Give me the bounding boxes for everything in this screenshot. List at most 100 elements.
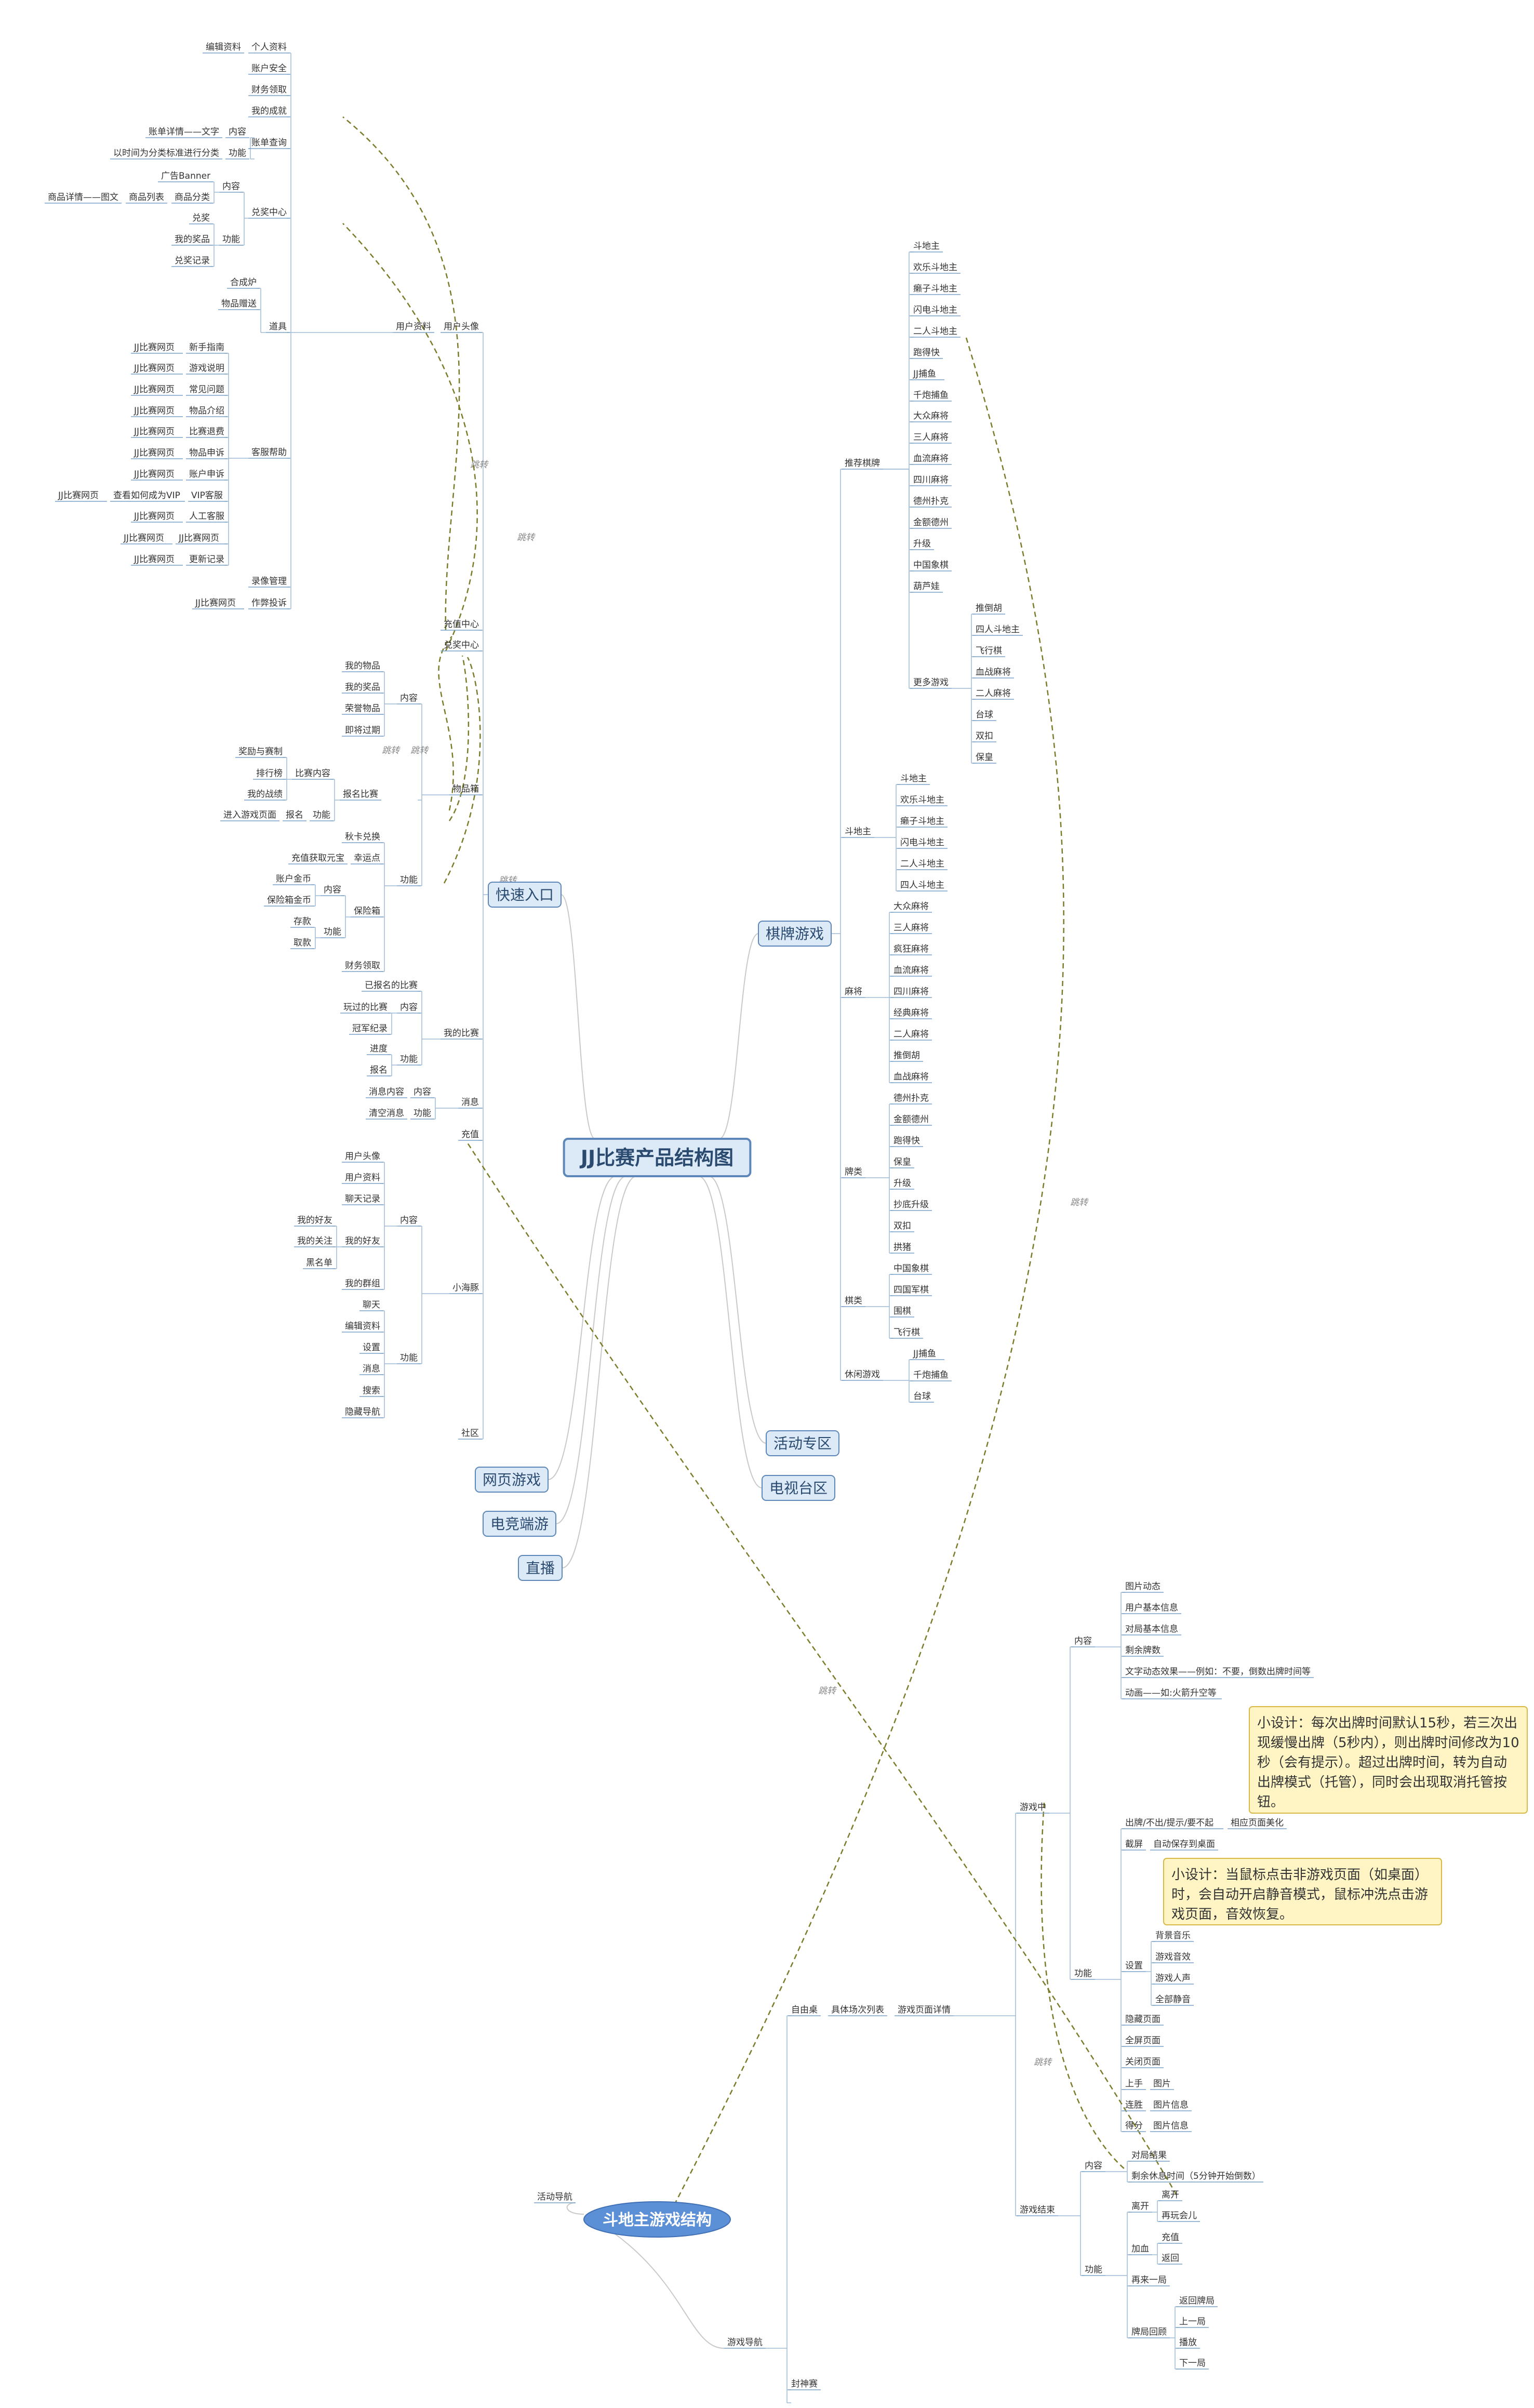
node-leave[interactable]: 离开 (1128, 2201, 1152, 2213)
node-setting-3[interactable]: 全部静音 (1152, 1994, 1194, 2006)
node-signup-match[interactable]: 报名比赛 (340, 789, 381, 801)
node-recharge-gem[interactable]: 充值获取元宝 (288, 853, 348, 864)
node-chess-item-2[interactable]: 围棋 (890, 1306, 914, 1318)
node-card-item-4[interactable]: 升级 (890, 1178, 914, 1190)
node-recommend-6[interactable]: JJ捕鱼 (910, 369, 944, 380)
node-recommend-16[interactable]: 葫芦娃 (910, 581, 943, 593)
node-bill-query[interactable]: 账单查询 (248, 138, 290, 149)
node-xhb-user-info[interactable]: 用户资料 (342, 1173, 383, 1184)
node-user-avatar[interactable]: 用户头像 (441, 322, 482, 333)
node-finance-claim[interactable]: 财务领取 (248, 85, 290, 96)
node-card-item-5[interactable]: 抄底升级 (890, 1200, 932, 1211)
node-casual-item-1[interactable]: 千炮捕鱼 (910, 1370, 952, 1381)
node-chat-records[interactable]: 聊天记录 (342, 1194, 383, 1205)
node-card-item-0[interactable]: 德州扑克 (890, 1093, 932, 1105)
branch-web-games[interactable]: 网页游戏 (475, 1467, 549, 1493)
node-chess-item-0[interactable]: 中国象棋 (890, 1263, 932, 1275)
node-play-again[interactable]: 再来一局 (1128, 2275, 1170, 2286)
node-user-info[interactable]: 用户资料 (393, 322, 434, 333)
node-activity-nav[interactable]: 活动导航 (534, 2192, 576, 2203)
node-safe-box[interactable]: 保险箱 (351, 906, 383, 917)
node-play-action[interactable]: 出牌/不出/提示/要不起 (1122, 1818, 1223, 1829)
node-help-web-8[interactable]: JJ比赛网页 (131, 511, 183, 523)
node-recommend-2[interactable]: 癞子斗地主 (910, 284, 961, 295)
branch-live[interactable]: 直播 (518, 1555, 563, 1581)
node-close-page[interactable]: 关闭页面 (1122, 2057, 1164, 2068)
node-more-item-2[interactable]: 飞行棋 (972, 646, 1005, 657)
node-ddz-item-3[interactable]: 闪电斗地主 (897, 837, 948, 849)
node-help-web-1[interactable]: JJ比赛网页 (131, 363, 183, 375)
node-recharge[interactable]: 充值 (458, 1129, 482, 1141)
node-replay[interactable]: 牌局回顾 (1128, 2327, 1170, 2338)
node-settings[interactable]: 设置 (1122, 1961, 1146, 1972)
node-more-games[interactable]: 更多游戏 (910, 677, 952, 689)
node-game-end[interactable]: 游戏结束 (1017, 2205, 1058, 2216)
node-recommend-9[interactable]: 三人麻将 (910, 432, 952, 444)
node-card-item-2[interactable]: 跑得快 (890, 1136, 923, 1147)
node-msg-content-item[interactable]: 消息内容 (366, 1087, 407, 1098)
node-recommend-0[interactable]: 斗地主 (910, 241, 943, 252)
node-replay-1[interactable]: 上一局 (1176, 2317, 1209, 2328)
node-messages[interactable]: 消息 (359, 1364, 383, 1375)
node-item-box[interactable]: 物品箱 (449, 784, 482, 795)
node-recommend[interactable]: 推荐棋牌 (842, 458, 883, 470)
node-enter-game-page[interactable]: 进入游戏页面 (220, 810, 279, 821)
node-my-friends-group[interactable]: 我的好友 (342, 1236, 383, 1247)
node-help-web-10[interactable]: JJ比赛网页 (131, 554, 183, 566)
node-item-gift[interactable]: 物品赠送 (218, 299, 260, 310)
node-my-items[interactable]: 我的物品 (342, 661, 383, 672)
node-match-signup[interactable]: 报名 (367, 1065, 391, 1076)
node-my-groups[interactable]: 我的群组 (342, 1279, 383, 1290)
node-prev-hand[interactable]: 上手 (1122, 2079, 1146, 2090)
node-recommend-4[interactable]: 二人斗地主 (910, 326, 961, 338)
node-more-item-5[interactable]: 台球 (972, 710, 996, 721)
node-mahjong[interactable]: 麻将 (842, 987, 865, 998)
node-deposit[interactable]: 存款 (290, 916, 314, 928)
node-screenshot[interactable]: 截屏 (1122, 1839, 1146, 1851)
node-how-vip[interactable]: 查看如何成为VIP (110, 490, 185, 502)
node-more-item-1[interactable]: 四人斗地主 (972, 624, 1023, 636)
node-card-item-6[interactable]: 双扣 (890, 1221, 914, 1232)
node-edit-profile[interactable]: 编辑资料 (342, 1321, 383, 1333)
node-redeem[interactable]: 兑奖 (189, 213, 213, 224)
node-settings[interactable]: 设置 (359, 1342, 383, 1354)
node-redeem-records[interactable]: 兑奖记录 (171, 256, 213, 267)
node-card-exchange[interactable]: 秋卡兑换 (342, 832, 383, 843)
node-champion-records[interactable]: 冠军纪录 (349, 1023, 391, 1035)
node-replay-3[interactable]: 下一局 (1176, 2358, 1209, 2370)
node-chess-item-1[interactable]: 四国军棋 (890, 1285, 932, 1296)
root2-topic[interactable]: 斗地主游戏结构 (583, 2201, 731, 2238)
node-recharge-center[interactable]: 充值中心 (441, 619, 482, 631)
branch-tv-zone[interactable]: 电视台区 (762, 1475, 835, 1501)
node-setting-0[interactable]: 背景音乐 (1152, 1931, 1194, 1942)
node-search[interactable]: 搜索 (359, 1386, 383, 1397)
node-my-matches[interactable]: 我的比赛 (441, 1028, 482, 1040)
node-help-web-2[interactable]: JJ比赛网页 (131, 384, 183, 396)
node-ddz-item-4[interactable]: 二人斗地主 (897, 859, 948, 870)
node-props[interactable]: 道具 (266, 322, 290, 333)
node-finance-claim-2[interactable]: 财务领取 (342, 961, 383, 972)
branch-esports[interactable]: 电竞端游 (483, 1511, 556, 1537)
node-mj-item-5[interactable]: 经典麻将 (890, 1008, 932, 1019)
node-community[interactable]: 社区 (458, 1428, 482, 1440)
node-blacklist[interactable]: 黑名单 (303, 1258, 336, 1269)
node-fengshen[interactable]: 封神赛 (788, 2378, 821, 2390)
node-recommend-1[interactable]: 欢乐斗地主 (910, 262, 961, 274)
node-more-item-4[interactable]: 二人麻将 (972, 688, 1014, 700)
node-recommend-5[interactable]: 跑得快 (910, 348, 943, 359)
node-advance[interactable]: 进度 (367, 1044, 391, 1055)
node-recommend-10[interactable]: 血流麻将 (910, 454, 952, 465)
node-game-page-detail[interactable]: 游戏页面详情 (895, 2005, 954, 2016)
node-casual-item-0[interactable]: JJ捕鱼 (910, 1349, 944, 1360)
node-expiring[interactable]: 即将过期 (342, 725, 383, 737)
node-mj-item-1[interactable]: 三人麻将 (890, 923, 932, 934)
node-cheat-web[interactable]: JJ比赛网页 (192, 597, 244, 609)
node-mj-item-0[interactable]: 大众麻将 (890, 901, 932, 913)
node-card-item-1[interactable]: 金额德州 (890, 1114, 932, 1126)
root-topic[interactable]: JJ比赛产品结构图 (563, 1138, 752, 1177)
node-ranking[interactable]: 排行榜 (253, 768, 286, 780)
node-my-friends[interactable]: 我的好友 (294, 1215, 336, 1227)
node-replay-2[interactable]: 播放 (1176, 2337, 1200, 2349)
node-full-page[interactable]: 全屏页面 (1122, 2036, 1164, 2047)
node-recommend-13[interactable]: 金额德州 (910, 517, 952, 529)
